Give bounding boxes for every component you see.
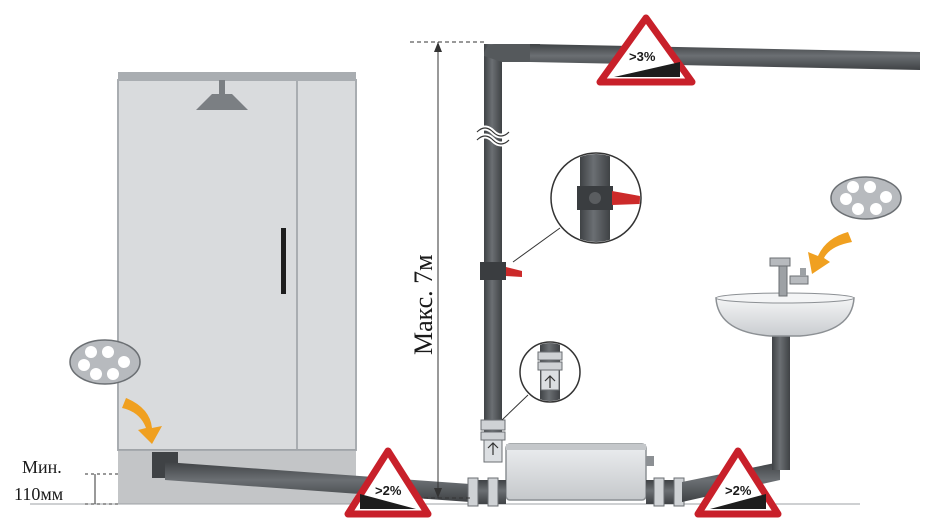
check-valve-icon (519, 341, 581, 403)
max-height-label: Макс. 7м (409, 254, 438, 355)
slope-warning-icon-top: >3% (596, 14, 696, 86)
pump-unit (467, 443, 685, 507)
faucet-icon (769, 257, 809, 297)
ball-valve-icon (480, 262, 522, 280)
valve-detail-callout (550, 152, 642, 244)
slope-top-label: >3% (629, 49, 656, 64)
curved-arrow-icon (122, 398, 162, 444)
sink-drain-grate-icon (830, 176, 902, 220)
min-height-label-line2: 110мм (14, 484, 63, 504)
min-height-dimension (85, 473, 118, 505)
sink-curved-arrow-icon (808, 232, 852, 274)
drain-grate-icon (69, 339, 141, 385)
slope-right-label: >2% (725, 483, 752, 498)
sink (715, 292, 855, 337)
min-height-label-line1: Мин. (22, 457, 62, 477)
slope-warning-icon-right: >2% (694, 447, 782, 518)
slope-left-label: >2% (375, 483, 402, 498)
shower-cabin (117, 72, 357, 504)
shower-door-handle (281, 228, 286, 294)
shower-head-icon (196, 80, 248, 110)
slope-warning-icon-left: >2% (344, 447, 432, 518)
